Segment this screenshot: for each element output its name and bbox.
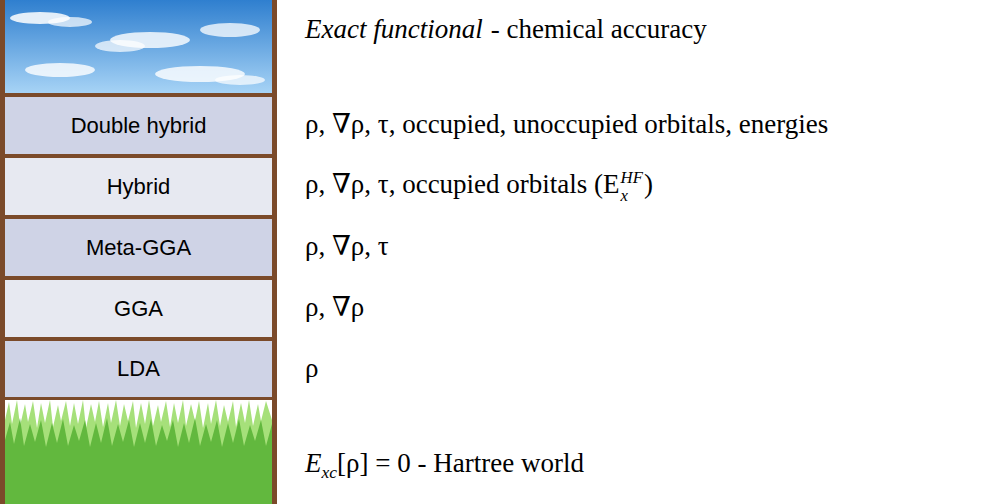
description-text: Exact functional bbox=[305, 14, 483, 44]
cloud bbox=[48, 17, 92, 27]
description-row: ρ, ∇ρ bbox=[305, 291, 364, 325]
description-text: ρ bbox=[305, 353, 318, 383]
rung-label: GGA bbox=[114, 296, 163, 322]
cloud bbox=[215, 75, 265, 85]
description-row: ρ, ∇ρ, τ bbox=[305, 230, 389, 264]
cloud bbox=[200, 23, 260, 37]
description-row: Exact functional - chemical accuracy bbox=[305, 13, 707, 47]
ladder-rungs bbox=[0, 93, 277, 400]
superscript-text: HF bbox=[621, 169, 643, 187]
ladder-rail bbox=[272, 0, 277, 504]
rung-label: Hybrid bbox=[107, 174, 171, 200]
description-text: ρ, ∇ρ bbox=[305, 292, 364, 322]
subscript-text: x bbox=[621, 187, 628, 205]
ladder-rung-box: LDA bbox=[5, 341, 272, 397]
description-row: ρ, ∇ρ, τ, occupied orbitals (EHFx) bbox=[305, 168, 653, 204]
grass-blades bbox=[5, 418, 272, 504]
description-row: ρ bbox=[305, 352, 318, 386]
description-text: [ρ] = 0 - Hartree world bbox=[337, 448, 584, 478]
description-text: ρ, ∇ρ, τ bbox=[305, 231, 389, 261]
description-text: ρ, ∇ρ, τ, occupied orbitals (E bbox=[305, 169, 620, 199]
sky bbox=[4, 0, 273, 94]
description-text: ρ, ∇ρ, τ, occupied, unoccupied orbitals,… bbox=[305, 109, 828, 139]
grass-ground bbox=[5, 400, 272, 504]
script-stack: HFx bbox=[621, 169, 643, 204]
ladder-rung-box: Double hybrid bbox=[5, 97, 272, 154]
rung-label: Meta-GGA bbox=[86, 235, 191, 261]
description-text: E bbox=[305, 448, 322, 478]
description-text: xc bbox=[322, 463, 338, 483]
ladder-rung-box: Meta-GGA bbox=[5, 219, 272, 276]
cloud bbox=[95, 40, 145, 52]
description-row: ρ, ∇ρ, τ, occupied, unoccupied orbitals,… bbox=[305, 108, 828, 142]
grass-blades bbox=[5, 400, 272, 504]
description-row: Exc[ρ] = 0 - Hartree world bbox=[305, 447, 584, 484]
description-text: - chemical accuracy bbox=[491, 14, 707, 44]
rung-label: Double hybrid bbox=[71, 113, 207, 139]
clouds bbox=[10, 12, 265, 85]
ladder-rung-box: GGA bbox=[5, 280, 272, 337]
cloud bbox=[25, 63, 95, 77]
ladder-rung-box: Hybrid bbox=[5, 158, 272, 215]
rung-label: LDA bbox=[117, 356, 160, 382]
description-text: ) bbox=[644, 169, 653, 199]
